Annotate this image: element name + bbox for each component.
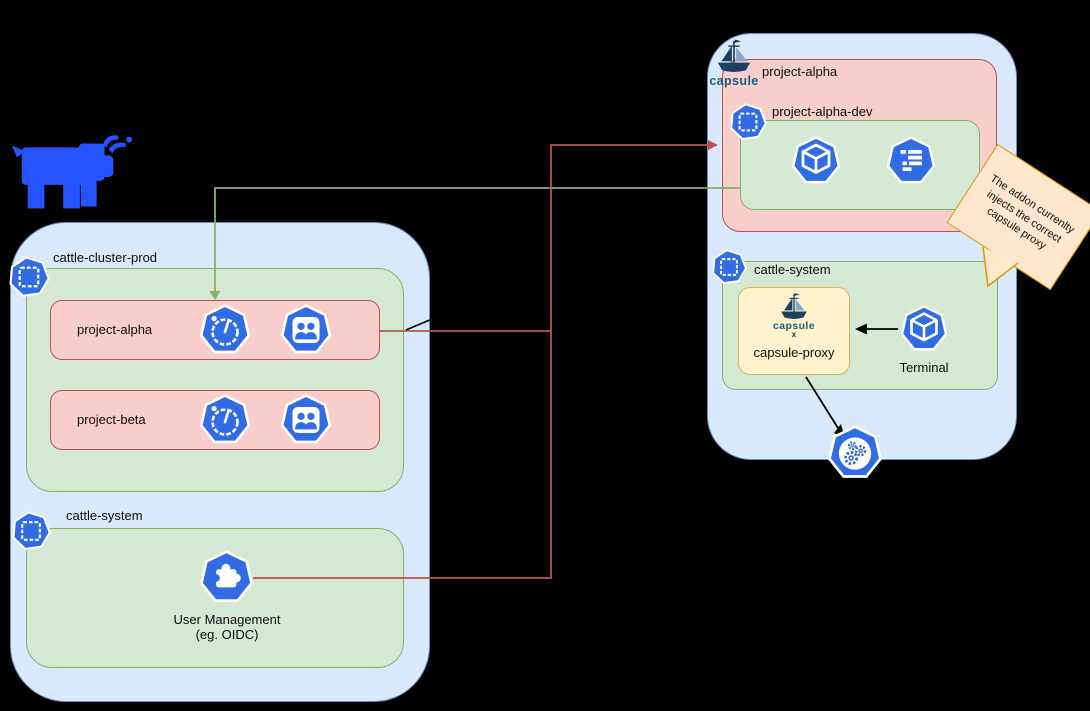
left-cluster-label: cattle-cluster-prod <box>53 250 158 265</box>
capsule-ship-icon <box>713 38 755 76</box>
right-cattle-system-label: cattle-system <box>754 262 831 277</box>
capsule-proxy-wordmark: capsule <box>773 320 815 332</box>
users-icon <box>280 393 332 447</box>
puzzle-addon-icon <box>199 549 254 606</box>
left-cattle-system-label: cattle-system <box>66 508 143 523</box>
capsule-proxy-logo-sub: x <box>791 330 797 339</box>
users-icon <box>280 303 332 357</box>
capsule-wordmark: capsule <box>709 74 759 88</box>
namespace-icon <box>711 248 747 286</box>
resource-quota-gauge-icon <box>199 393 251 447</box>
resource-quota-gauge-icon <box>199 303 251 357</box>
namespace-icon <box>11 510 51 552</box>
project-alpha-dev-label: project-alpha-dev <box>772 104 873 119</box>
capsule-proxy-label: capsule-proxy <box>753 345 835 360</box>
terminal-label: Terminal <box>899 360 949 375</box>
user-management-line2: (eg. OIDC) <box>195 627 259 642</box>
capsule-ship-icon <box>777 292 811 322</box>
namespace-icon <box>729 102 767 142</box>
rancher-cow-logo <box>8 133 138 215</box>
project-alpha-label: project-alpha <box>77 322 153 337</box>
namespace-icon <box>8 255 50 299</box>
pod-cube-icon <box>791 135 841 187</box>
resource-list-icon <box>886 135 936 187</box>
user-management-label: User Management (eg. OIDC) <box>126 612 328 642</box>
kubernetes-gears-icon <box>827 424 883 482</box>
capsule-proxy-box <box>738 287 850 375</box>
tenant-project-alpha-label: project-alpha <box>762 64 838 79</box>
user-management-line1: User Management <box>173 612 281 627</box>
pod-cube-icon <box>900 304 948 354</box>
project-alpha-dev-box <box>740 120 980 210</box>
project-beta-label: project-beta <box>77 412 146 427</box>
